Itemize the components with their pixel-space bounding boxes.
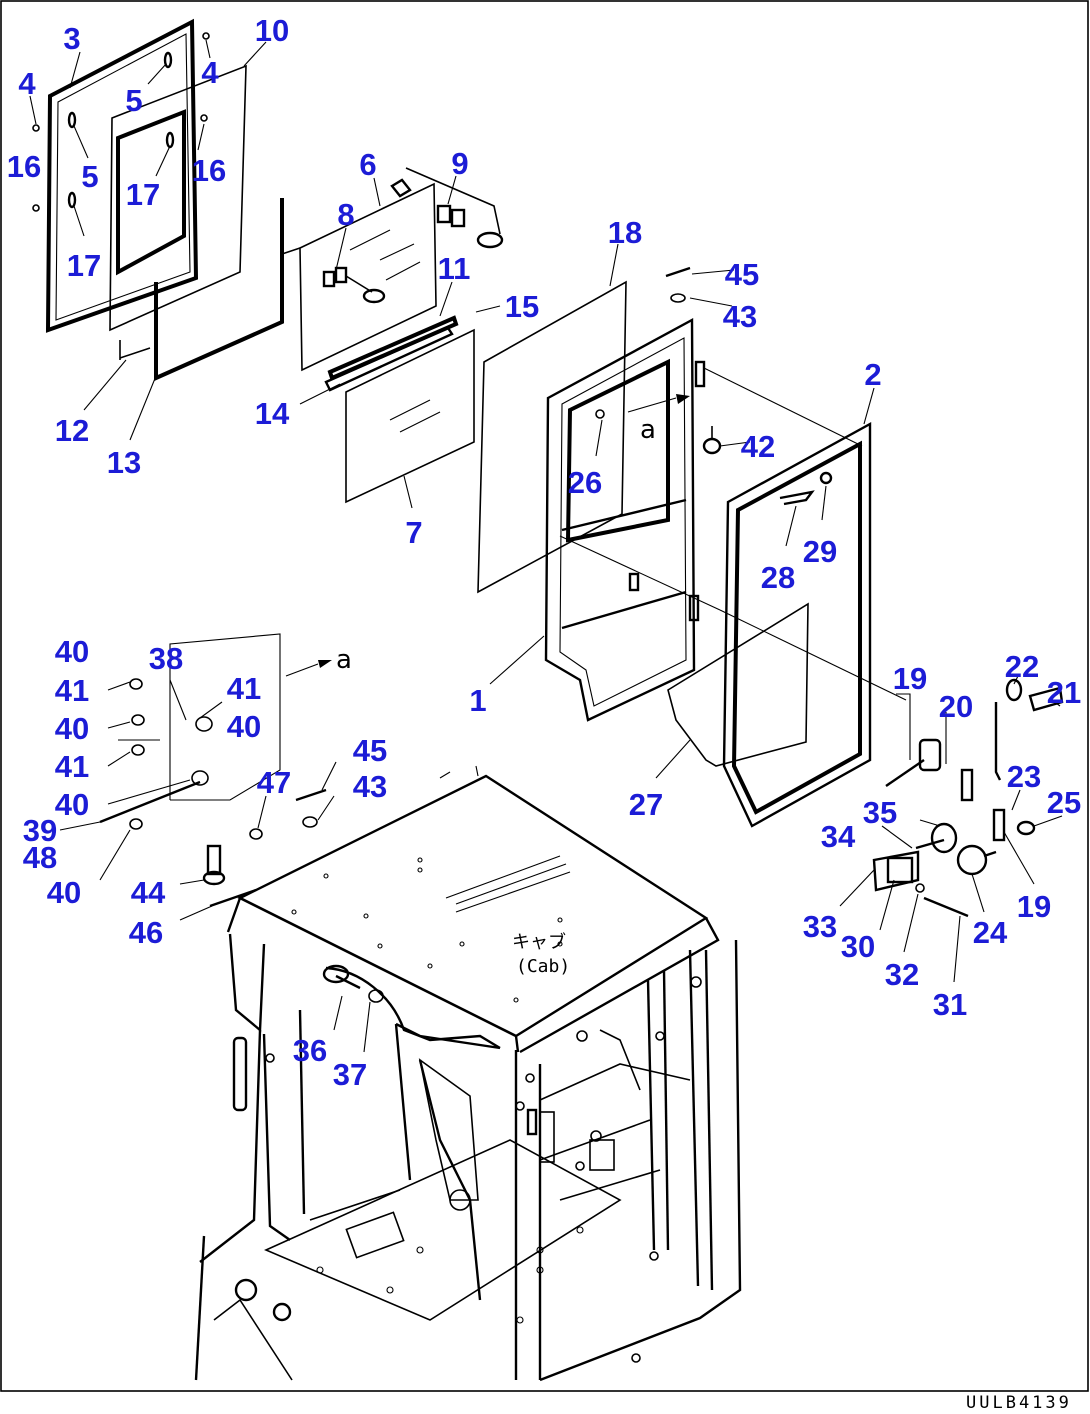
- callout-29: 29: [803, 534, 837, 569]
- callout-3: 3: [63, 21, 80, 56]
- callout-2: 2: [864, 357, 881, 392]
- callout-40: 40: [227, 709, 261, 744]
- callout-41: 41: [55, 749, 89, 784]
- callout-19: 19: [1017, 889, 1051, 924]
- callout-13: 13: [107, 445, 141, 480]
- door-window-assembly: [29, 18, 284, 441]
- callout-9: 9: [451, 146, 468, 181]
- callout-11: 11: [438, 251, 471, 286]
- callout-26: 26: [568, 465, 602, 500]
- callout-44: 44: [131, 875, 166, 910]
- callout-8: 8: [337, 197, 354, 232]
- callout-4: 4: [201, 55, 219, 90]
- callout-23: 23: [1007, 759, 1041, 794]
- callout-40: 40: [55, 634, 89, 669]
- callout-25: 25: [1047, 785, 1081, 820]
- callout-40: 40: [55, 787, 89, 822]
- callout-24: 24: [973, 915, 1008, 950]
- callout-12: 12: [55, 413, 89, 448]
- drawing-code: UULB4139: [966, 1393, 1072, 1413]
- callout-33: 33: [803, 909, 837, 944]
- door-hinge-hardware: [839, 675, 1064, 983]
- callout-38: 38: [149, 641, 183, 676]
- callout-46: 46: [129, 915, 163, 950]
- callout-45: 45: [353, 733, 387, 768]
- callout-27: 27: [629, 787, 663, 822]
- callout-43: 43: [723, 299, 757, 334]
- callout-47: 47: [257, 765, 291, 800]
- callout-39: 39: [23, 813, 57, 848]
- callout-22: 22: [1005, 649, 1039, 684]
- callout-21: 21: [1047, 675, 1081, 710]
- callout-32: 32: [885, 957, 919, 992]
- callout-45: 45: [725, 257, 759, 292]
- callout-20: 20: [939, 689, 973, 724]
- callout-5: 5: [81, 159, 98, 194]
- callout-28: 28: [761, 560, 795, 595]
- callout-34: 34: [821, 819, 856, 854]
- callout-37: 37: [333, 1057, 367, 1092]
- callout-17: 17: [67, 248, 101, 283]
- callout-19: 19: [893, 661, 927, 696]
- callout-10: 10: [255, 13, 289, 48]
- callout-48: 48: [23, 840, 57, 875]
- callout-17: 17: [126, 177, 160, 212]
- callout-41: 41: [227, 671, 261, 706]
- callout-1: 1: [469, 683, 486, 718]
- sliding-window-assembly: [281, 167, 504, 509]
- side-panel-assembly: [655, 387, 907, 828]
- callout-40: 40: [47, 875, 81, 910]
- callout-16: 16: [7, 149, 41, 184]
- callout-5: 5: [125, 83, 142, 118]
- ref-a-lower: a: [336, 645, 352, 675]
- cab-en-text: (Cab): [516, 956, 570, 977]
- callout-30: 30: [841, 929, 875, 964]
- callout-35: 35: [863, 795, 897, 830]
- callout-42: 42: [741, 429, 775, 464]
- ref-a-upper: a: [640, 415, 656, 445]
- callout-4: 4: [18, 66, 36, 101]
- door-panel-assembly: [477, 243, 863, 722]
- callout-16: 16: [192, 153, 226, 188]
- callout-36: 36: [293, 1033, 327, 1068]
- callout-6: 6: [359, 147, 376, 182]
- callout-7: 7: [405, 515, 422, 550]
- callout-41: 41: [55, 673, 89, 708]
- latch-hardware: [59, 633, 337, 921]
- callout-18: 18: [608, 215, 642, 250]
- cab-jp-text: キャブ: [512, 931, 566, 953]
- cab-body: [194, 765, 742, 1382]
- callout-14: 14: [255, 396, 290, 431]
- callout-43: 43: [353, 769, 387, 804]
- callout-40: 40: [55, 711, 89, 746]
- callout-15: 15: [505, 289, 539, 324]
- callout-31: 31: [933, 987, 967, 1022]
